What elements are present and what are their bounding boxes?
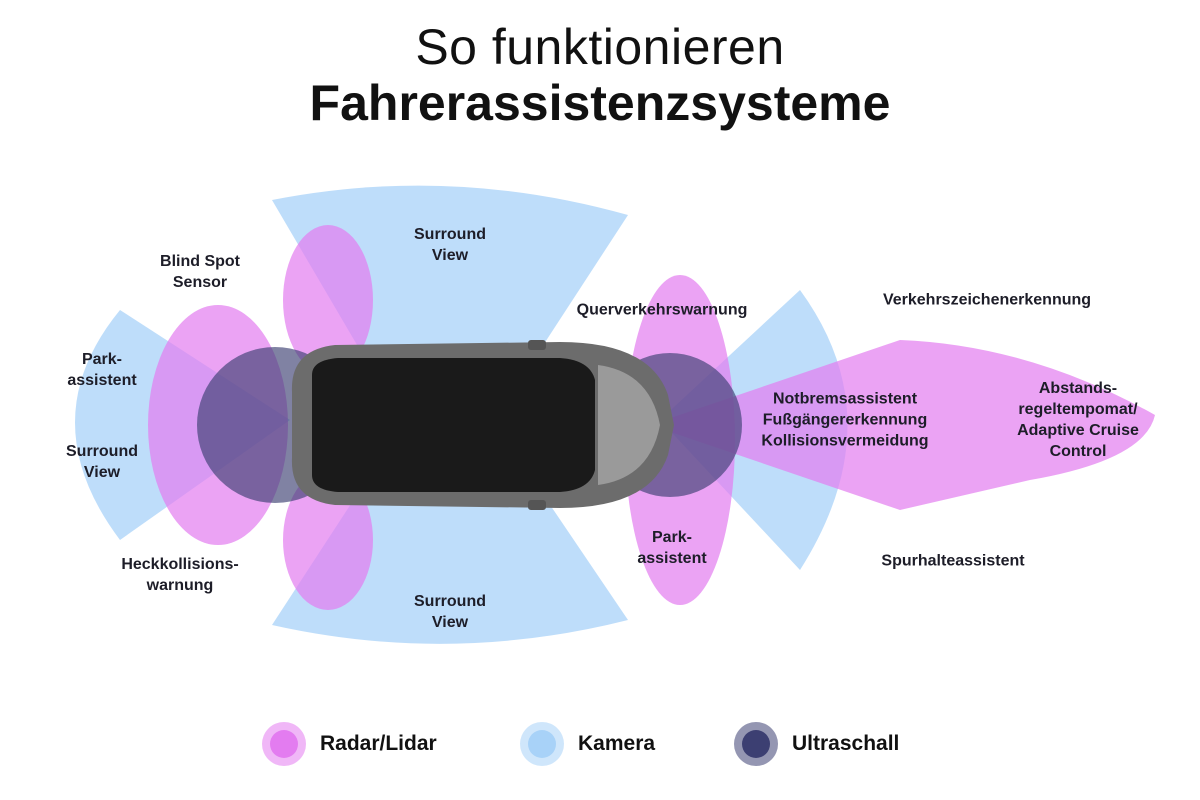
legend-item-kamera: Kamera: [520, 716, 655, 772]
title-line-2: Fahrerassistenzsysteme: [309, 75, 891, 131]
legend-label-ultraschall: Ultraschall: [792, 732, 900, 755]
label-park-assistent-front: Park- assistent: [637, 529, 707, 567]
car-hood: [598, 365, 660, 485]
radar-swatch-icon: [262, 722, 306, 766]
legend-item-ultraschall: Ultraschall: [734, 716, 899, 772]
label-abstandsregeltempomat: Abstands- regeltempomat/ Adaptive Cruise…: [1017, 380, 1139, 460]
legend: Radar/Lidar Kamera Ultraschall: [0, 716, 1200, 772]
label-surround-view-top: Surround View: [414, 226, 486, 264]
legend-label-kamera: Kamera: [578, 732, 656, 755]
side-mirror-top: [528, 340, 546, 350]
legend-label-radar: Radar/Lidar: [320, 732, 437, 755]
label-blind-spot-sensor: Blind Spot Sensor: [160, 253, 240, 291]
label-heckkollisionswarnung: Heckkollisions- warnung: [121, 556, 239, 594]
camera-swatch-icon: [520, 722, 564, 766]
car-top-view: [291, 340, 674, 510]
radar-zone-long-range: [650, 340, 1155, 510]
label-spurhalteassistent: Spurhalteassistent: [881, 552, 1025, 570]
label-verkehrszeichenerkennung: Verkehrszeichenerkennung: [882, 291, 1092, 309]
label-park-assistent-rear: Park- assistent: [67, 351, 137, 389]
side-mirror-bottom: [528, 500, 546, 510]
label-querverkehrswarnung: Querverkehrswarnung: [576, 301, 748, 319]
label-notbrems-group: Notbremsassistent Fußgängererkennung Kol…: [761, 390, 929, 450]
label-surround-view-rear: Surround View: [66, 443, 138, 481]
title-line-1: So funktionieren: [415, 19, 785, 75]
label-surround-view-bottom: Surround View: [414, 593, 486, 631]
ultrasonic-swatch-icon: [734, 722, 778, 766]
legend-item-radar: Radar/Lidar: [262, 716, 437, 772]
camera-zones: [75, 185, 848, 644]
radar-zone-top: [283, 225, 373, 375]
car-roof: [312, 358, 595, 492]
